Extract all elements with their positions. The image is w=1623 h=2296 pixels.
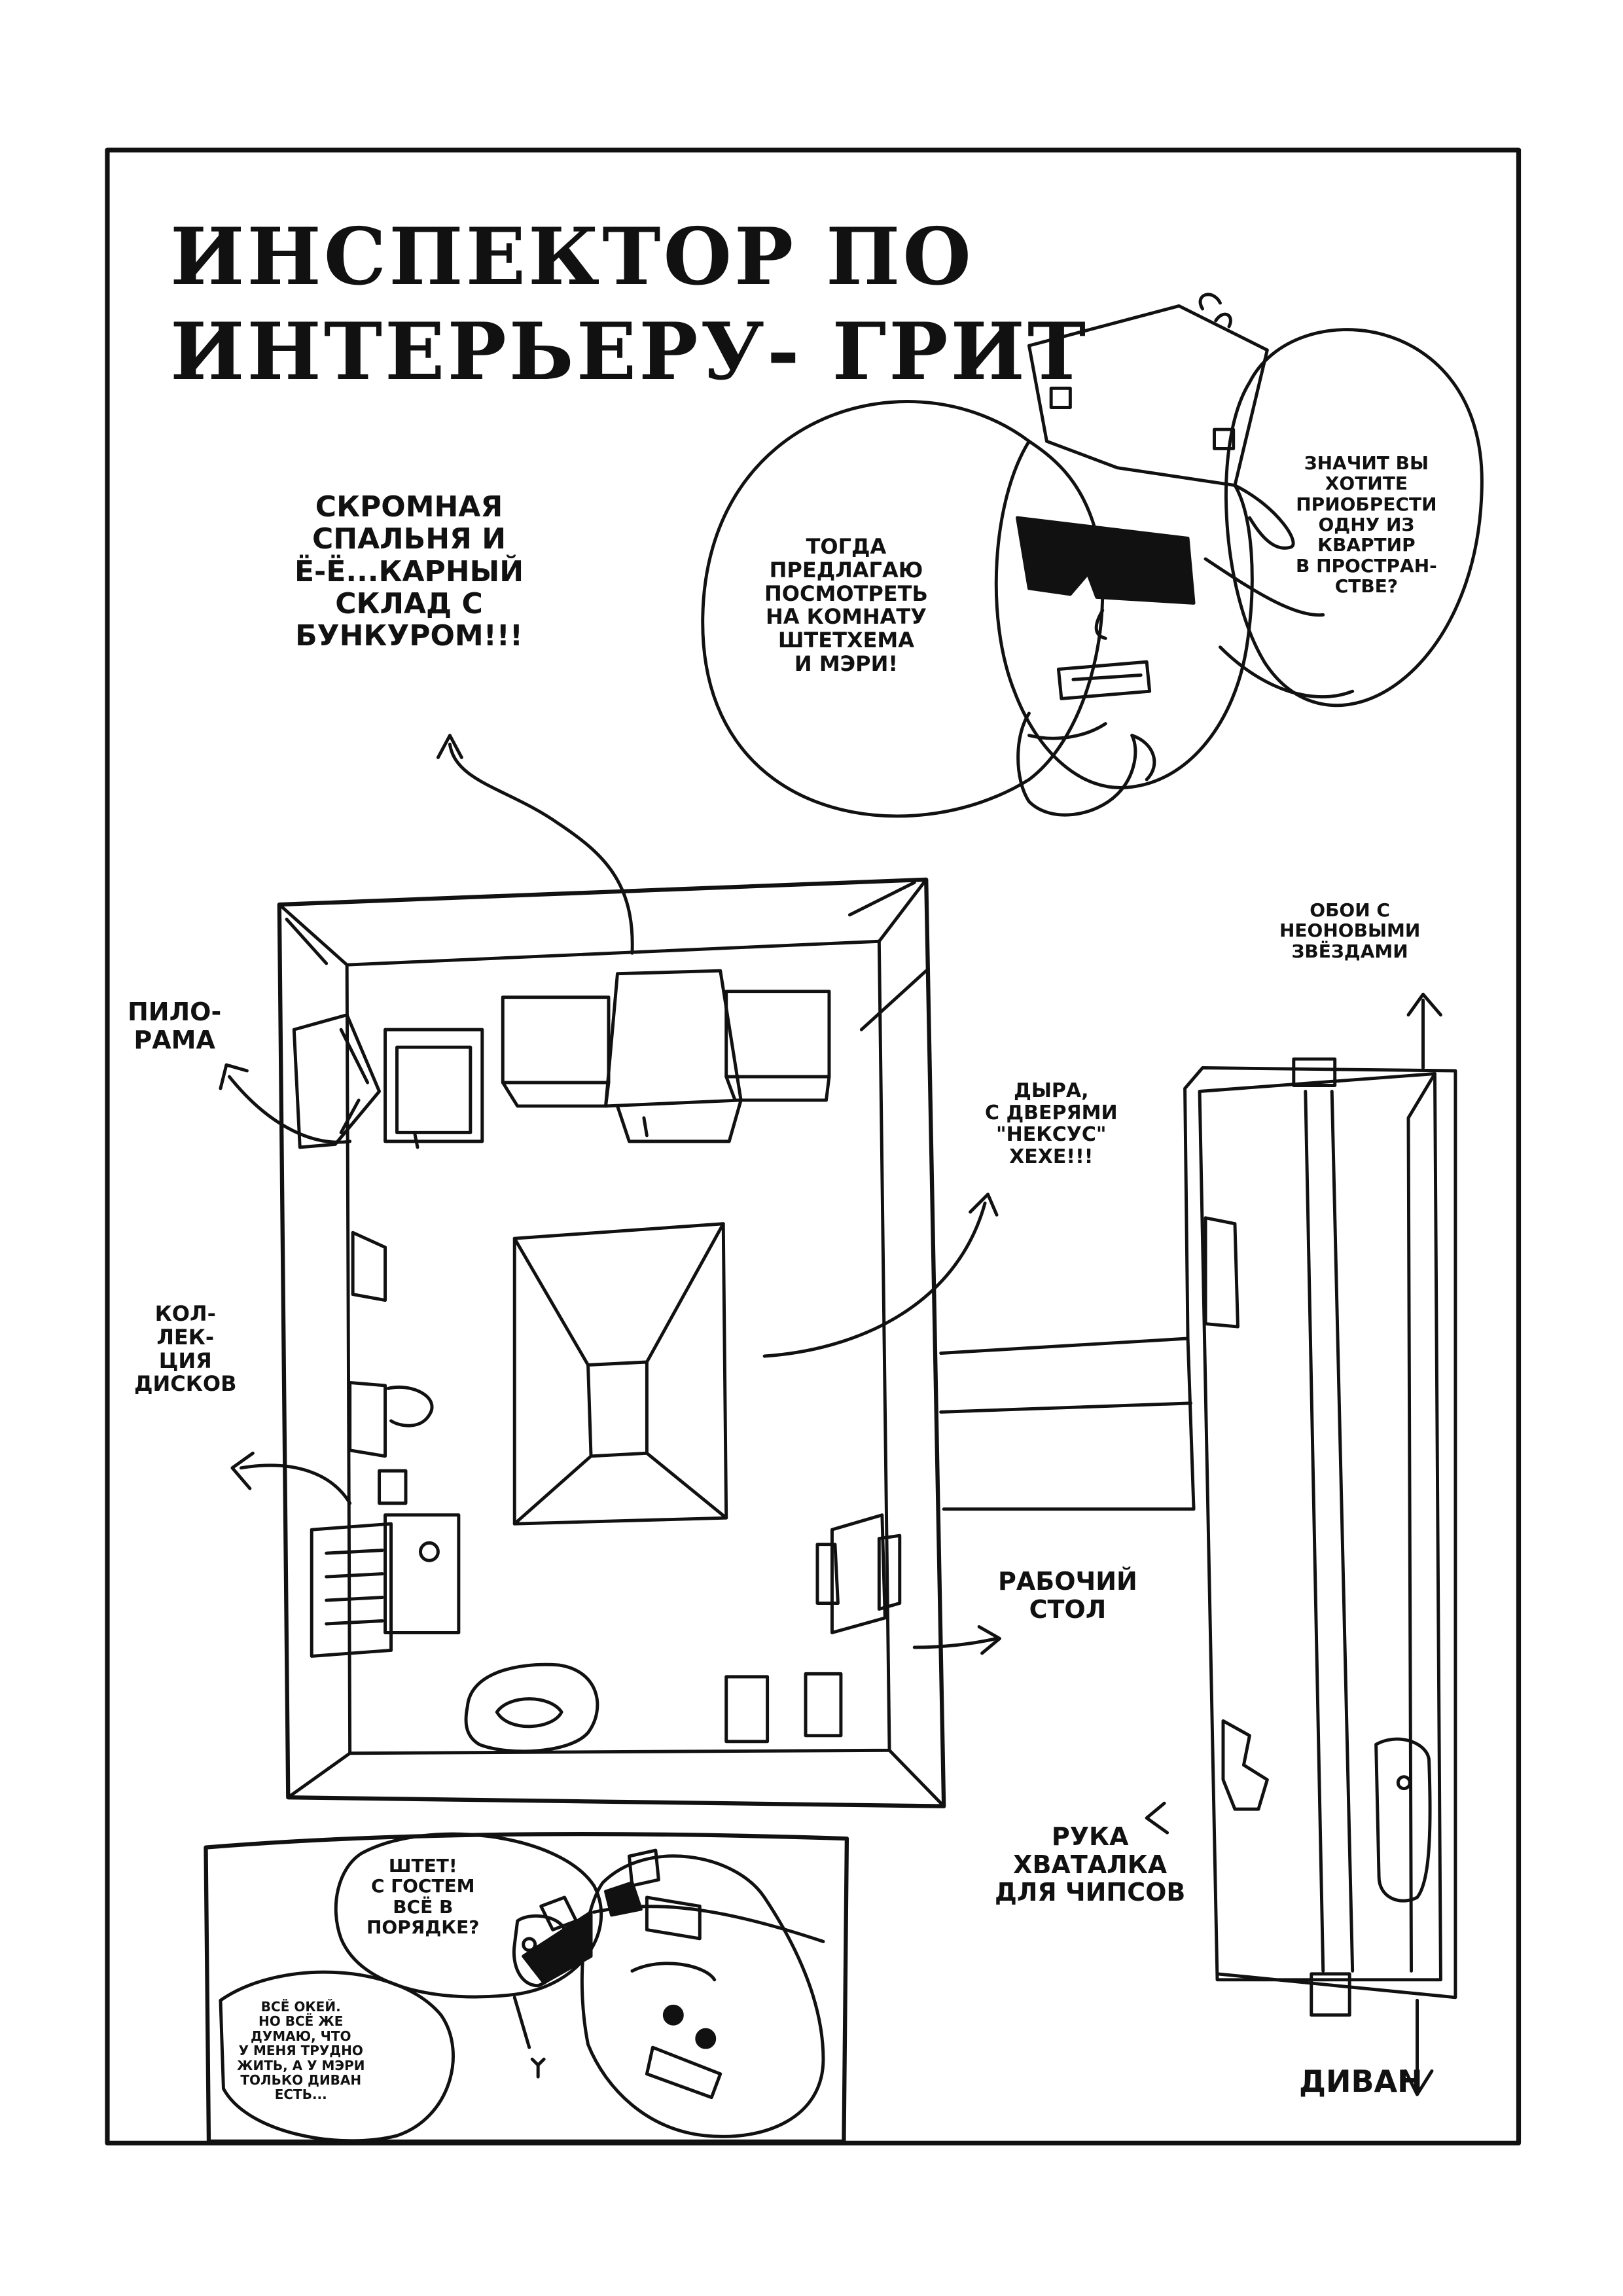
label-desk: РАБОЧИЙ СТОЛ [998, 1568, 1137, 1623]
label-arrows [219, 734, 1442, 2096]
inset-bubble-question [334, 1832, 603, 1999]
label-line: ОБОИ С [1310, 899, 1390, 921]
label-line: СПАЛЬНЯ И [312, 522, 507, 556]
speech-line: ОДНУ ИЗ [1318, 514, 1415, 536]
inset-question-speech: ШТЕТ! С ГОСТЕМ ВСЁ В ПОРЯДКЕ? [366, 1855, 480, 1939]
inset-answer-speech: ВСЁ ОКЕЙ. НО ВСЁ ЖЕ ДУМАЮ, ЧТО У МЕНЯ ТР… [237, 2000, 365, 2102]
label-line: "НЕКСУС" [996, 1123, 1107, 1147]
speech-line: ШТЕТХЕМА [777, 628, 915, 653]
label-line: НЕОНОВЫМИ [1279, 920, 1421, 942]
sawmill [292, 1013, 382, 1149]
label-sawmill: ПИЛО- РАМА [128, 998, 221, 1054]
bunker-hatch [604, 969, 743, 1108]
label-line: БУНКУРОМ!!! [295, 619, 523, 653]
label-line: РУКА [1051, 1822, 1129, 1851]
grit-main-speech: ТОГДА ПРЕДЛАГАЮ ПОСМОТРЕТЬ НА КОМНАТУ ШТ… [764, 535, 928, 676]
speech-line: ДУМАЮ, ЧТО [251, 2028, 351, 2044]
speech-line: НА КОМНАТУ [765, 604, 927, 630]
label-line: КОЛ- [154, 1301, 216, 1326]
inset-bubble-answer [219, 1970, 455, 2143]
speech-line: В ПРОСТРАН- [1296, 554, 1437, 577]
speech-line: ТОГДА [806, 534, 887, 559]
shtet-and-grit-inset [204, 1831, 849, 2144]
label-line: РАБОЧИЙ [998, 1567, 1137, 1596]
speech-bubble-question [1224, 328, 1484, 708]
bunker-crate-right [724, 990, 831, 1079]
sofa-corridor [939, 1057, 1457, 2017]
chip-grabber [1221, 1719, 1269, 1811]
disc-shelf [351, 1230, 387, 1302]
label-line: ХВАТАЛКА [1013, 1850, 1168, 1879]
room-floor-plan [277, 877, 946, 1808]
speech-line: ПРЕДЛАГАЮ [769, 557, 923, 583]
page-title-line2: ИНТЕРЬЕРУ- ГРИТ [170, 306, 1089, 398]
speech-line: У МЕНЯ ТРУДНО [238, 2043, 363, 2059]
label-line: ЛЕК- [156, 1324, 215, 1350]
label-line: ЦИЯ [158, 1348, 212, 1373]
grit-character [994, 293, 1355, 817]
label-line: С ДВЕРЯМИ [985, 1101, 1118, 1124]
label-line: ДЫРА, [1014, 1079, 1089, 1102]
speech-line: С ГОСТЕМ [370, 1875, 475, 1897]
floor-lamp [464, 1662, 599, 1753]
label-line: СКРОМНАЯ [315, 490, 503, 524]
label-line: ХЕХЕ!!! [1009, 1145, 1094, 1168]
speech-line: ПОСМОТРЕТЬ [764, 581, 928, 606]
label-line: РАМА [134, 1025, 215, 1054]
speech-line: ПОРЯДКЕ? [366, 1916, 480, 1939]
label-neon-wallpaper: ОБОИ С НЕОНОВЫМИ ЗВЁЗДАМИ [1279, 900, 1420, 961]
label-line: СКЛАД С [335, 586, 483, 620]
label-line: Ё-Ё...КАРНЫЙ [294, 554, 524, 588]
computer-desk [310, 1522, 393, 1658]
speech-line: ТОЛЬКО ДИВАН [240, 2072, 362, 2088]
label-line: СТОЛ [1029, 1594, 1107, 1624]
grit-question-speech: ЗНАЧИТ ВЫ ХОТИТЕ ПРИОБРЕСТИ ОДНУ ИЗ КВАР… [1296, 453, 1437, 597]
label-nexus-hole: ДЫРА, С ДВЕРЯМИ "НЕКСУС" ХЕХЕ!!! [985, 1080, 1118, 1168]
label-sofa: ДИВАН [1299, 2064, 1423, 2099]
bunker-crate-left [501, 996, 611, 1085]
speech-line: И МЭРИ! [794, 651, 898, 677]
label-line: ДЛЯ ЧИПСОВ [995, 1878, 1186, 1907]
page-title-line1: ИНСПЕКТОР ПО [170, 211, 974, 303]
speech-line: ЖИТЬ, А У МЭРИ [237, 2057, 365, 2073]
speech-line: ЗНАЧИТ ВЫ [1304, 452, 1429, 474]
label-disc-collection: КОЛ- ЛЕК- ЦИЯ ДИСКОВ [134, 1302, 237, 1396]
speech-line: ПРИОБРЕСТИ [1296, 493, 1437, 515]
label-line: ЗВЁЗДАМИ [1291, 940, 1408, 962]
speech-line: ВСЁ ОКЕЙ. [260, 1999, 341, 2015]
label-line: ДИСКОВ [134, 1371, 237, 1397]
label-bedroom: СКРОМНАЯ СПАЛЬНЯ И Ё-Ё...КАРНЫЙ СКЛАД С … [294, 490, 524, 653]
speech-line: НО ВСЁ ЖЕ [259, 2013, 344, 2030]
speech-line: КВАРТИР [1317, 534, 1416, 556]
sofa [1198, 1072, 1442, 1982]
label-line: ПИЛО- [128, 997, 222, 1026]
speech-line: ХОТИТЕ [1325, 473, 1408, 495]
shtet-head [580, 1854, 825, 2138]
speech-line: СТВЕ? [1334, 575, 1399, 598]
speech-line: ВСЁ В [393, 1895, 454, 1918]
speech-line: ЕСТЬ... [274, 2087, 327, 2103]
center-rug [512, 1222, 728, 1526]
speech-line: ШТЕТ! [388, 1855, 457, 1876]
label-chip-grabber: РУКА ХВАТАЛКА ДЛЯ ЧИПСОВ [995, 1823, 1185, 1907]
